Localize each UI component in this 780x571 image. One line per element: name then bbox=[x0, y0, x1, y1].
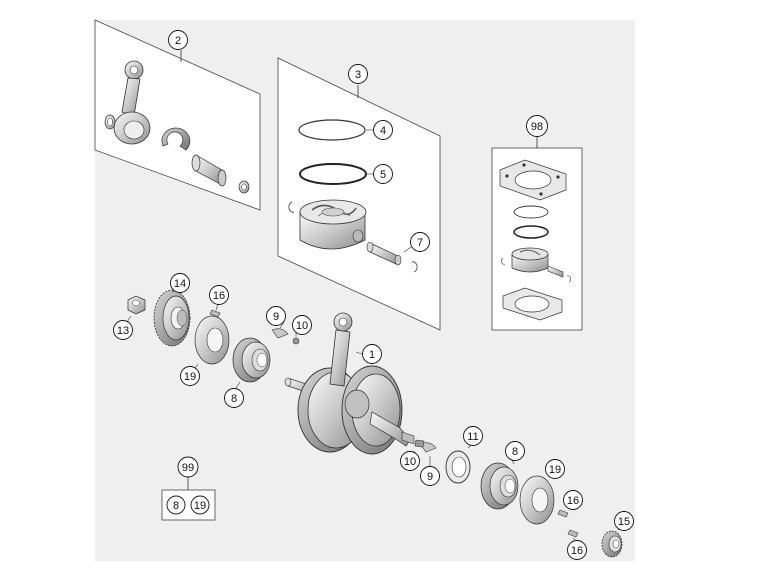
piston-clip-left-icon bbox=[288, 201, 295, 213]
gasket-ring-top-icon bbox=[513, 205, 549, 219]
woodruff-key-left-icon bbox=[271, 328, 289, 339]
callout-main-bearing-left[interactable]: 8 bbox=[224, 388, 244, 408]
primary-gear-icon bbox=[153, 289, 191, 347]
spacer-gear-icon bbox=[601, 530, 623, 558]
callout-group-2[interactable]: 2 bbox=[168, 30, 188, 50]
callout-primary-gear[interactable]: 14 bbox=[170, 273, 190, 293]
callout-piston-ring-top[interactable]: 4 bbox=[373, 120, 393, 140]
callout-label-1: 1 bbox=[369, 349, 375, 361]
callout-label-9b: 9 bbox=[427, 471, 433, 483]
shim-right-icon bbox=[445, 450, 471, 484]
small-end-bushing-icon bbox=[104, 114, 116, 130]
pin-right-b-icon bbox=[567, 529, 579, 538]
screw-left-icon bbox=[292, 337, 300, 345]
callout-label-3: 3 bbox=[355, 69, 361, 81]
callout-label-9: 9 bbox=[273, 311, 279, 323]
callout-pin-right-b[interactable]: 16 bbox=[567, 540, 587, 560]
screw-right-icon bbox=[414, 439, 425, 448]
piston-kit-frame bbox=[277, 57, 441, 331]
callout-washer-right[interactable]: 19 bbox=[545, 459, 565, 479]
callout-crankshaft[interactable]: 1 bbox=[362, 344, 382, 364]
callout-label-15: 15 bbox=[618, 516, 630, 528]
callout-label-16b: 16 bbox=[567, 495, 579, 507]
callout-spacer-gear[interactable]: 15 bbox=[614, 511, 634, 531]
piston-clip-right-icon bbox=[411, 261, 418, 273]
bearing-set-member-bearing[interactable]: 8 bbox=[166, 495, 186, 515]
callout-label-2: 2 bbox=[175, 35, 181, 47]
bearing-set-label-8: 8 bbox=[173, 500, 179, 512]
head-gasket-icon bbox=[499, 159, 567, 201]
callout-label-13: 13 bbox=[117, 325, 129, 337]
piston-ring-top-icon bbox=[298, 119, 366, 141]
callout-label-10: 10 bbox=[296, 320, 308, 332]
conrod-washer-icon bbox=[238, 180, 250, 194]
callout-label-8: 8 bbox=[231, 393, 237, 405]
piston-icon bbox=[299, 199, 367, 250]
callout-woodruff-key-right[interactable]: 9 bbox=[420, 466, 440, 486]
callout-label-16: 16 bbox=[213, 290, 225, 302]
callout-label-10b: 10 bbox=[404, 456, 416, 468]
piston-ring-second-icon bbox=[299, 163, 367, 185]
callout-pin-right-a[interactable]: 16 bbox=[563, 490, 583, 510]
callout-group-3[interactable]: 3 bbox=[348, 64, 368, 84]
bearing-set-member-washer[interactable]: 19 bbox=[190, 495, 210, 515]
callout-screw-left[interactable]: 10 bbox=[292, 315, 312, 335]
main-bearing-left-icon bbox=[232, 337, 271, 383]
piston-pin-icon bbox=[366, 241, 402, 266]
callout-screw-right[interactable]: 10 bbox=[400, 451, 420, 471]
gasket-piston-set-group bbox=[491, 137, 583, 331]
conrod-pin-icon bbox=[191, 154, 227, 187]
piston-kit-group bbox=[277, 57, 441, 331]
gasket-piston-icon bbox=[511, 247, 549, 273]
callout-label-16c: 16 bbox=[571, 545, 583, 557]
pin-top-left-icon bbox=[209, 309, 221, 318]
bearing-set-label-19: 19 bbox=[194, 500, 206, 512]
pin-right-a-icon bbox=[557, 509, 569, 518]
callout-label-5: 5 bbox=[380, 169, 386, 181]
base-gasket-icon bbox=[502, 287, 563, 321]
callout-washer-left[interactable]: 19 bbox=[180, 366, 200, 386]
conrod-kit-group bbox=[94, 19, 261, 211]
callout-nut[interactable]: 13 bbox=[113, 320, 133, 340]
callout-label-8b: 8 bbox=[512, 446, 518, 458]
callout-main-bearing-right[interactable]: 8 bbox=[505, 441, 525, 461]
callout-label-14: 14 bbox=[174, 278, 186, 290]
main-bearing-right-icon bbox=[480, 462, 519, 510]
callout-shim-right[interactable]: 11 bbox=[463, 426, 483, 446]
connecting-rod-icon bbox=[113, 60, 151, 145]
callout-woodruff-key-left[interactable]: 9 bbox=[266, 306, 286, 326]
big-end-bearing-icon bbox=[161, 127, 191, 151]
callout-group-98[interactable]: 98 bbox=[526, 115, 548, 137]
callout-label-19b: 19 bbox=[549, 464, 561, 476]
callout-label-99: 99 bbox=[182, 462, 194, 474]
callout-label-11: 11 bbox=[467, 431, 478, 443]
callout-piston-ring-second[interactable]: 5 bbox=[373, 164, 393, 184]
gasket-ring-second-icon bbox=[513, 225, 549, 239]
callout-label-4: 4 bbox=[380, 125, 386, 137]
callout-pin-top-left[interactable]: 16 bbox=[209, 285, 229, 305]
nut-icon bbox=[127, 295, 146, 315]
crankshaft-icon bbox=[284, 312, 415, 455]
gasket-piston-pin-icon bbox=[501, 257, 571, 283]
callout-group-99[interactable]: 99 bbox=[177, 456, 199, 478]
callout-label-19: 19 bbox=[184, 371, 196, 383]
washer-right-icon bbox=[519, 475, 555, 525]
callout-piston-pin[interactable]: 7 bbox=[410, 232, 430, 252]
callout-label-7: 7 bbox=[417, 237, 423, 249]
washer-left-icon bbox=[194, 315, 230, 365]
callout-label-98: 98 bbox=[531, 121, 543, 133]
